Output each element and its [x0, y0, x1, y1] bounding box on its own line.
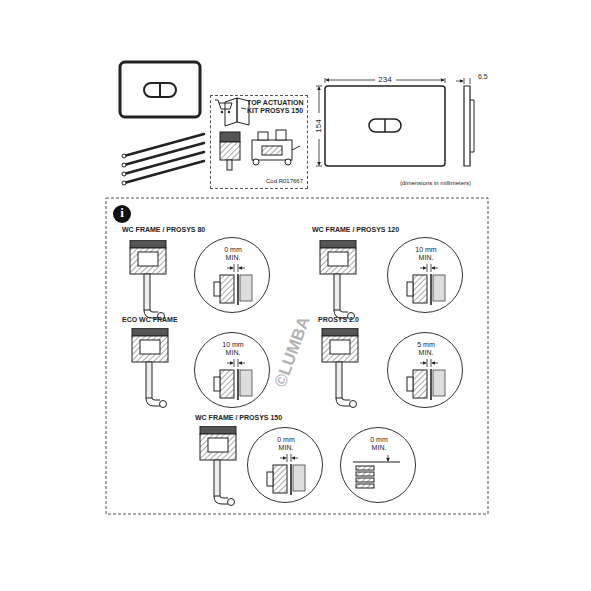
- clearance-value: 10 mm MIN.: [410, 246, 442, 262]
- dimension: 234: [376, 76, 393, 85]
- detail-circle: 0 mm MIN.: [194, 237, 270, 313]
- info-letter: i: [113, 206, 131, 221]
- clearance-value: 5 mm MIN.: [410, 341, 442, 357]
- detail-circle: 10 mm MIN.: [387, 237, 463, 313]
- kit-box: TOP ACTUATION KIT PROSYS 150Cod.R017667: [210, 95, 308, 189]
- clearance-value: 0 mm MIN.: [363, 436, 395, 452]
- kit-title: TOP ACTUATION KIT PROSYS 150: [247, 99, 305, 115]
- kit-code: Cod.R017667: [266, 178, 303, 185]
- detail-circle: 5 mm MIN.: [387, 332, 463, 408]
- frame-name: ECO WC FRAME: [122, 316, 178, 324]
- frame-name: WC FRAME / PROSYS 150: [195, 414, 282, 422]
- note: (dimensions in millimeters): [400, 180, 471, 187]
- info-icon: i: [113, 205, 131, 223]
- clearance-value: 10 mm MIN.: [217, 341, 249, 357]
- clearance-value: 0 mm MIN.: [217, 246, 249, 262]
- dimension: 154: [315, 117, 324, 134]
- watermark: ©LUMBA: [272, 314, 315, 390]
- frame-name: WC FRAME / PROSYS 80: [122, 226, 205, 234]
- detail-circle: 0 mm MIN.: [247, 427, 323, 503]
- detail-circle: 10 mm MIN.: [194, 332, 270, 408]
- dimension: 6.5: [476, 73, 490, 81]
- frame-name: PROSYS 2.0: [318, 316, 359, 324]
- detail-circle: 0 mm MIN.: [340, 427, 416, 503]
- clearance-value: 0 mm MIN.: [270, 436, 302, 452]
- frame-name: WC FRAME / PROSYS 120: [312, 226, 399, 234]
